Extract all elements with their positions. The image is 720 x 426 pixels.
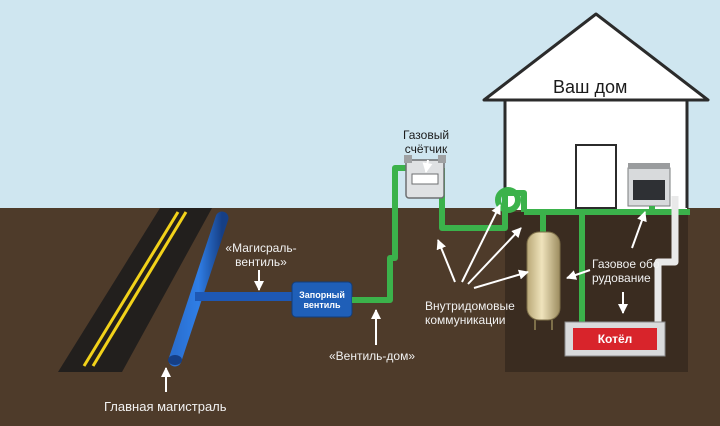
main-pipe: [168, 211, 229, 367]
callout-arrows: [161, 159, 647, 392]
arrow-indoor-3: [467, 227, 522, 285]
branch-pipe: [195, 292, 295, 301]
pipe-bend: [495, 187, 521, 213]
main-pipe-end: [168, 355, 182, 365]
shutoff-valve-label-line-2: вентиль: [303, 300, 341, 310]
indoor-communications-label: Внутридомовые коммуникации: [425, 299, 515, 327]
road: [58, 208, 212, 372]
arrow-equipment-stove: [631, 211, 647, 249]
gas-meter-inlet: [404, 155, 412, 163]
gas-meter-label: Газовый счётчик: [383, 128, 469, 156]
arrow-gas-meter: [422, 159, 433, 173]
arrow-equipment-heater: [566, 269, 591, 280]
main-pipe-label: Главная магистраль: [104, 399, 227, 414]
gas-equipment-label: Газовое обо- рудование: [592, 257, 664, 285]
shutoff-valve-label-line-1: Запорный: [299, 290, 345, 300]
stove-top: [628, 163, 670, 169]
indoor-communications-line-2: коммуникации: [425, 313, 506, 327]
road-line-right: [91, 211, 188, 367]
chimney-pipe: [654, 196, 679, 322]
pipe-to-meter: [352, 165, 408, 303]
house-roof: [482, 12, 710, 102]
gas-meter-label-line-2: счётчик: [404, 142, 448, 156]
arrow-indoor-1: [436, 239, 456, 283]
gas-meter-label-line-1: Газовый: [402, 128, 450, 142]
arrow-indoor-4: [473, 269, 529, 289]
gas-equipment-line-2: рудование: [592, 271, 651, 285]
main-valve-label-line-2: вентиль»: [235, 255, 287, 269]
boiler-label: Котёл: [597, 332, 633, 346]
house-title: Ваш дом: [553, 77, 628, 97]
gas-meter-outlet: [438, 155, 446, 163]
main-valve-label: «Магисраль- вентиль»: [216, 241, 306, 269]
shutoff-valve-label: Запорный вентиль: [293, 290, 351, 310]
road-line-left: [82, 211, 180, 367]
main-valve-label-line-1: «Магисраль-: [225, 241, 297, 255]
gas-equipment-line-1: Газовое обо-: [592, 257, 664, 271]
house-door: [575, 144, 617, 209]
stove-oven-window: [633, 180, 665, 200]
water-heater: [526, 231, 561, 321]
arrow-indoor-2: [461, 204, 501, 283]
indoor-communications-line-1: Внутридомовые: [425, 299, 515, 313]
boiler-panel: [573, 328, 657, 350]
gas-meter-display: [411, 173, 439, 185]
valve-house-label: «Вентиль-дом»: [329, 349, 416, 363]
